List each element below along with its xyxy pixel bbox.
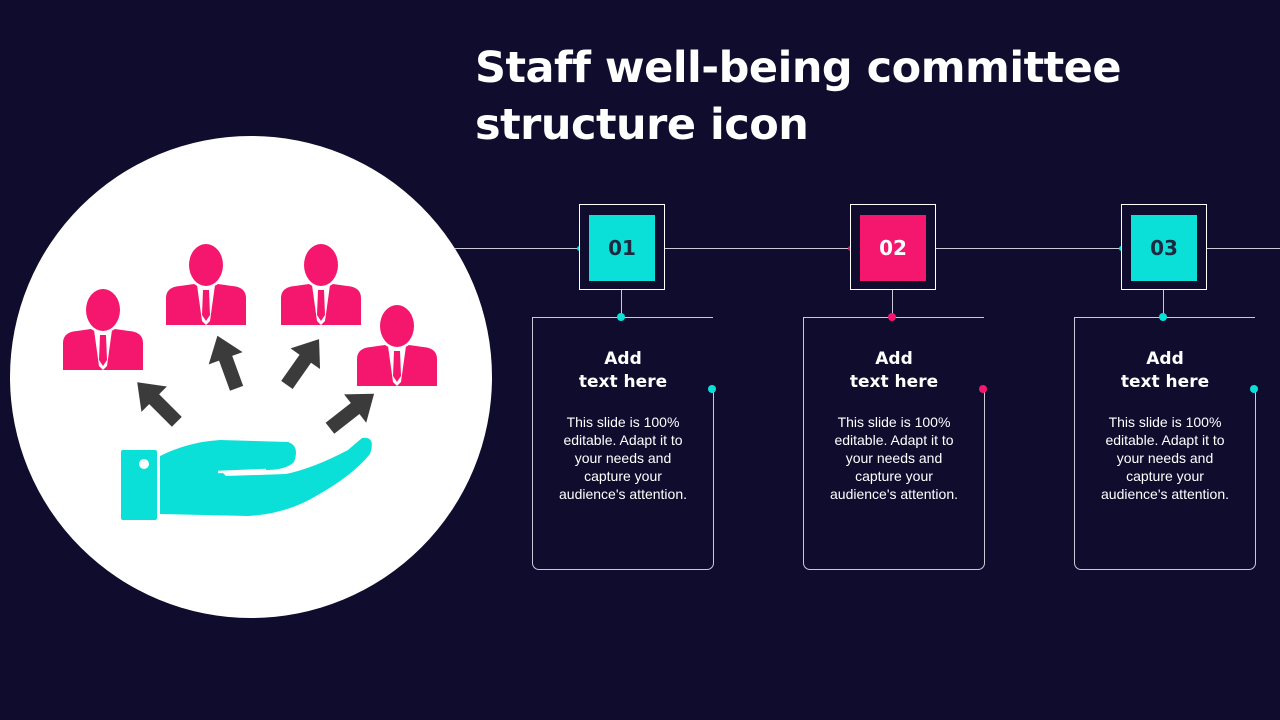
step-3-badge-frame: 03 <box>1121 204 1207 290</box>
step-1-heading-line-1: Add <box>604 349 642 369</box>
person-icon-4 <box>357 305 437 386</box>
hand-lifting-team-icon <box>63 244 437 520</box>
step-2-side-dot <box>979 385 987 393</box>
step-2-heading-line-1: Add <box>875 349 913 369</box>
step-1-badge-frame: 01 <box>579 204 665 290</box>
step-1-side-dot <box>708 385 716 393</box>
step-3-card-gap <box>1255 317 1256 390</box>
step-3-top-dot <box>1159 313 1167 321</box>
slide-title-line-1: Staff well-being committee <box>475 43 1122 93</box>
step-2-body-line: audience's attention. <box>830 486 958 502</box>
step-3-body-line: editable. Adapt it to <box>1105 432 1225 448</box>
step-1-body: This slide is 100% editable. Adapt it to… <box>532 413 714 503</box>
step-3-heading: Add text here <box>1074 348 1256 394</box>
step-1-body-line: capture your <box>584 468 662 484</box>
arrow-icon-3 <box>272 328 334 396</box>
hero-circle <box>10 136 492 618</box>
step-2-heading: Add text here <box>803 348 985 394</box>
arrow-icon-2 <box>200 329 254 395</box>
step-3-connector <box>1163 290 1164 317</box>
hand-icon <box>121 437 372 520</box>
step-2-body-line: capture your <box>855 468 933 484</box>
step-3-body-line: audience's attention. <box>1101 486 1229 502</box>
step-3-side-dot <box>1250 385 1258 393</box>
step-2-heading-line-2: text here <box>849 372 939 392</box>
step-2-body: This slide is 100% editable. Adapt it to… <box>803 413 985 503</box>
step-1-body-line: audience's attention. <box>559 486 687 502</box>
person-icon-2 <box>166 244 246 325</box>
step-3-body-line: This slide is 100% <box>1108 414 1222 430</box>
step-3-body: This slide is 100% editable. Adapt it to… <box>1074 413 1256 503</box>
step-2-body-line: editable. Adapt it to <box>834 432 954 448</box>
step-3-body-line: your needs and <box>1116 450 1214 466</box>
step-1-connector <box>621 290 622 317</box>
slide-title-line-2: structure icon <box>475 100 809 150</box>
step-2-body-line: your needs and <box>845 450 943 466</box>
step-1-heading-line-2: text here <box>578 372 668 392</box>
step-1-top-dot <box>617 313 625 321</box>
arrow-icon-1 <box>124 369 190 435</box>
step-2-card-gap <box>984 317 985 390</box>
arrow-icon-4 <box>318 379 386 443</box>
step-1-body-line: editable. Adapt it to <box>563 432 683 448</box>
step-3-body-line: capture your <box>1126 468 1204 484</box>
slide-title: Staff well-being committee structure ico… <box>475 40 1235 154</box>
person-icon-1 <box>63 289 143 370</box>
step-1-heading: Add text here <box>532 348 714 394</box>
step-3-heading-line-2: text here <box>1120 372 1210 392</box>
step-3-heading-line-1: Add <box>1146 349 1184 369</box>
step-1-card-gap <box>713 317 714 390</box>
step-2-body-line: This slide is 100% <box>837 414 951 430</box>
step-1-body-line: This slide is 100% <box>566 414 680 430</box>
step-2-number: 02 <box>860 215 926 281</box>
step-2-badge-frame: 02 <box>850 204 936 290</box>
step-1-body-line: your needs and <box>574 450 672 466</box>
step-3-number: 03 <box>1131 215 1197 281</box>
step-1-number: 01 <box>589 215 655 281</box>
step-2-connector <box>892 290 893 317</box>
person-icon-3 <box>281 244 361 325</box>
step-2-top-dot <box>888 313 896 321</box>
